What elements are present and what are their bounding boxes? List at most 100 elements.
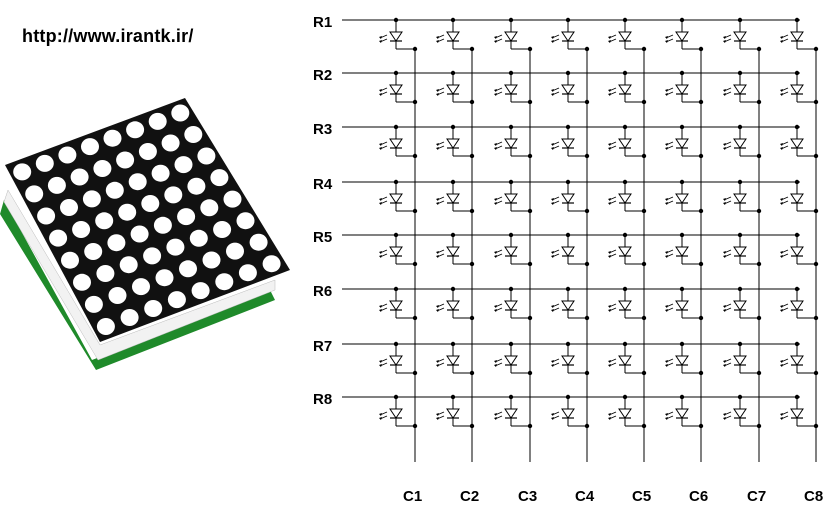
wiring bbox=[342, 19, 817, 462]
led-R5-C7 bbox=[723, 232, 762, 267]
led-R1-C5 bbox=[608, 17, 647, 52]
led-R6-C1 bbox=[379, 286, 418, 321]
module-led-dot bbox=[161, 134, 180, 152]
led-R1-C1 bbox=[379, 17, 418, 52]
column-label: C5 bbox=[632, 488, 651, 505]
module-led-dot bbox=[179, 260, 197, 278]
module-led-dot bbox=[47, 176, 66, 194]
module-led-dot bbox=[143, 247, 162, 265]
led-R7-C6 bbox=[665, 341, 704, 376]
module-led-dot bbox=[141, 195, 160, 212]
module-led-dot bbox=[191, 282, 210, 300]
led-R6-C4 bbox=[551, 286, 590, 321]
source-url: http://www.irantk.ir/ bbox=[22, 26, 194, 46]
led-R8-C2 bbox=[436, 394, 475, 429]
module-led-dot bbox=[84, 243, 103, 260]
module-led-dot bbox=[132, 278, 150, 296]
module-led-dot bbox=[60, 199, 78, 216]
row-label: R4 bbox=[313, 176, 333, 193]
led-R4-C5 bbox=[608, 179, 647, 214]
row-label: R2 bbox=[313, 67, 332, 84]
led-R2-C2 bbox=[436, 70, 475, 105]
column-label: C6 bbox=[689, 488, 708, 505]
led-R3-C8 bbox=[780, 124, 819, 159]
module-led-dot bbox=[153, 216, 172, 234]
module-led-dot bbox=[167, 291, 186, 309]
led-grid bbox=[379, 17, 819, 429]
led-R8-C7 bbox=[723, 394, 762, 429]
module-led-dot bbox=[96, 318, 115, 335]
module-led-dot bbox=[93, 160, 112, 177]
module-led-dot bbox=[166, 238, 185, 256]
led-R2-C1 bbox=[379, 70, 418, 105]
module-led-dot bbox=[61, 251, 79, 269]
led-R5-C5 bbox=[608, 232, 647, 267]
module-led-dot bbox=[120, 309, 139, 326]
module-led-dot bbox=[215, 273, 234, 291]
led-R3-C4 bbox=[551, 124, 590, 159]
module-led-dot bbox=[116, 151, 135, 169]
led-R3-C7 bbox=[723, 124, 762, 159]
led-R4-C8 bbox=[780, 179, 819, 214]
led-R1-C4 bbox=[551, 17, 590, 52]
row-label: R3 bbox=[313, 121, 332, 138]
led-R5-C3 bbox=[494, 232, 533, 267]
module-led-dot bbox=[72, 221, 91, 238]
led-R7-C1 bbox=[379, 341, 418, 376]
led-R5-C8 bbox=[780, 232, 819, 267]
module-led-dot bbox=[151, 164, 170, 182]
led-R1-C3 bbox=[494, 17, 533, 52]
module-led-dot bbox=[197, 147, 216, 165]
led-R4-C1 bbox=[379, 179, 418, 214]
module-led-dot bbox=[210, 169, 229, 187]
row-label: R6 bbox=[313, 283, 332, 300]
module-led-dot bbox=[25, 185, 44, 203]
module-led-dot bbox=[238, 264, 257, 282]
module-led-dot bbox=[103, 129, 122, 147]
led-R8-C8 bbox=[780, 394, 819, 429]
module-led-dot bbox=[128, 173, 147, 191]
module-led-dot bbox=[119, 256, 138, 274]
led-R5-C6 bbox=[665, 232, 704, 267]
module-led-dot bbox=[95, 212, 114, 230]
module-led-dot bbox=[35, 154, 54, 172]
led-R6-C3 bbox=[494, 286, 533, 321]
led-R8-C1 bbox=[379, 394, 418, 429]
led-R8-C3 bbox=[494, 394, 533, 429]
led-R1-C7 bbox=[723, 17, 762, 52]
led-R2-C3 bbox=[494, 70, 533, 105]
led-R8-C4 bbox=[551, 394, 590, 429]
column-label: C3 bbox=[518, 488, 537, 505]
module-led-dot bbox=[58, 146, 77, 164]
module-led-dot bbox=[174, 156, 193, 174]
led-R2-C4 bbox=[551, 70, 590, 105]
led-R8-C5 bbox=[608, 394, 647, 429]
led-R3-C5 bbox=[608, 124, 647, 159]
module-led-dot bbox=[155, 269, 174, 287]
module-led-dot bbox=[107, 234, 126, 252]
module-led-dot bbox=[200, 199, 219, 217]
column-label: C2 bbox=[460, 488, 479, 505]
module-led-dot bbox=[118, 203, 137, 221]
module-led-dot bbox=[126, 121, 145, 139]
led-R2-C8 bbox=[780, 70, 819, 105]
module-led-dot bbox=[138, 143, 157, 160]
led-R7-C8 bbox=[780, 341, 819, 376]
column-label: C1 bbox=[403, 488, 422, 505]
led-R2-C6 bbox=[665, 70, 704, 105]
module-led-dot bbox=[144, 300, 163, 317]
led-R2-C5 bbox=[608, 70, 647, 105]
module-led-dot bbox=[249, 233, 268, 251]
module-led-dot bbox=[105, 181, 124, 199]
module-led-dot bbox=[73, 273, 91, 291]
led-R6-C5 bbox=[608, 286, 647, 321]
module-led-dot bbox=[70, 168, 89, 186]
row-label: R8 bbox=[313, 391, 332, 408]
led-R5-C4 bbox=[551, 232, 590, 267]
module-led-dot bbox=[81, 138, 99, 156]
module-led-dot bbox=[187, 177, 206, 195]
module-led-dot bbox=[189, 229, 208, 247]
module-led-dot bbox=[177, 208, 196, 226]
